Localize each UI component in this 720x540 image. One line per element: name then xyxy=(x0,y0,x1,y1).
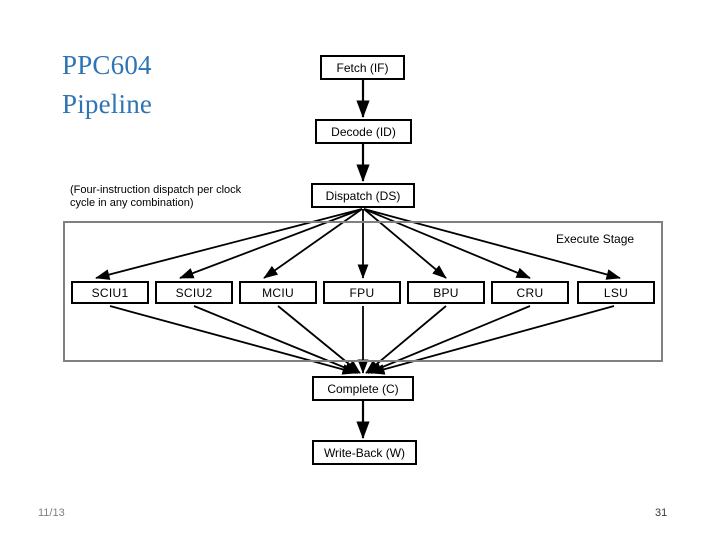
pipeline-stage-write-back[interactable]: Write-Back (W) xyxy=(312,440,417,465)
pipeline-stage-decode[interactable]: Decode (ID) xyxy=(315,119,412,144)
diagram-connectors xyxy=(95,80,621,440)
pipeline-stage-fetch[interactable]: Fetch (IF) xyxy=(320,55,405,80)
execute-unit-cru[interactable]: CRU xyxy=(491,281,569,304)
execute-unit-sciu2[interactable]: SCIU2 xyxy=(155,281,233,304)
execute-unit-mciu[interactable]: MCIU xyxy=(239,281,317,304)
execute-unit-sciu1[interactable]: SCIU1 xyxy=(71,281,149,304)
pipeline-stage-dispatch[interactable]: Dispatch (DS) xyxy=(311,183,415,208)
ppc604-pipeline-diagram: (Four-instruction dispatch per clock cyc… xyxy=(63,55,663,465)
footer-page-number: 31 xyxy=(655,507,668,519)
pipeline-stage-complete[interactable]: Complete (C) xyxy=(312,376,414,401)
execute-unit-lsu[interactable]: LSU xyxy=(577,281,655,304)
execute-stage-label: Execute Stage xyxy=(556,232,635,246)
footer-date: 11/13 xyxy=(38,507,65,519)
dispatch-note: (Four-instruction dispatch per clock cyc… xyxy=(70,184,242,209)
execute-unit-fpu[interactable]: FPU xyxy=(323,281,401,304)
execute-unit-bpu[interactable]: BPU xyxy=(407,281,485,304)
page-title: PPC604 Pipeline xyxy=(62,50,153,119)
